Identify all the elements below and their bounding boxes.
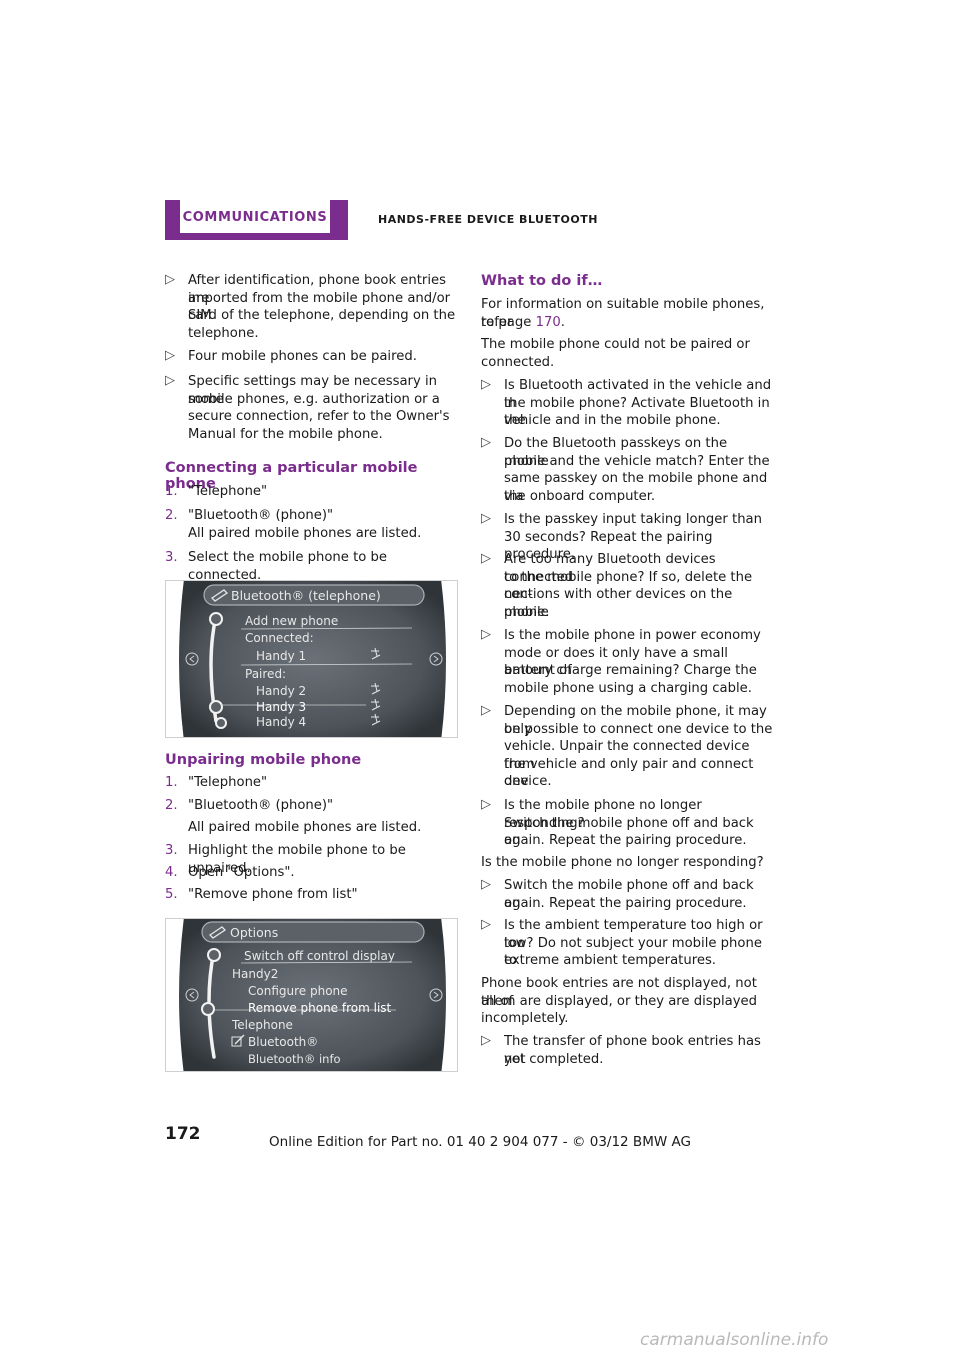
screenshot-options: Options Switch off control display Handy…	[165, 918, 458, 1072]
pencil-icon	[210, 589, 229, 602]
menu-item: Handy 2	[256, 684, 306, 698]
edition-footer: Online Edition for Part no. 01 40 2 904 …	[269, 1134, 691, 1150]
section-tab-stripe	[165, 200, 180, 240]
menu-item: Bluetooth® info	[248, 1052, 341, 1066]
chevron-right-icon	[429, 652, 443, 666]
menu-item: Connected:	[245, 631, 314, 645]
section-heading-what-to-do: What to do if…	[481, 273, 603, 289]
menu-item: Add new phone	[245, 614, 338, 628]
menu-item: Telephone	[231, 1018, 293, 1032]
menu-item: Paired:	[245, 667, 286, 681]
idrive-display-2: Options Switch off control display Handy…	[166, 919, 457, 1071]
controller-selected-node	[209, 700, 223, 714]
bullet-marker: ▷	[165, 373, 175, 388]
watermark: carmanualsonline.info	[640, 1330, 829, 1350]
chapter-title: HANDS-FREE DEVICE BLUETOOTH	[378, 213, 598, 226]
page-link[interactable]: 170	[535, 315, 561, 330]
menu-item-selected: Handy 3	[256, 700, 306, 714]
menu-item: Handy 1	[256, 649, 306, 663]
chevron-left-icon	[185, 988, 199, 1002]
menu-item: Handy 4	[256, 715, 306, 729]
chevron-left-icon	[185, 652, 199, 666]
page-number: 172	[165, 1124, 201, 1144]
section-heading-connecting: Connecting a particular mobile phone	[165, 460, 418, 492]
phone-status-icons	[371, 647, 381, 726]
section-heading-unpairing: Unpairing mobile phone	[165, 752, 362, 768]
controller-top-node	[207, 948, 221, 962]
menu-item: Bluetooth®	[248, 1035, 318, 1049]
bullet-marker: ▷	[165, 272, 175, 287]
screenshot-bluetooth-telephone: Bluetooth® (telephone) Add new phone Con…	[165, 580, 458, 738]
section-tab-label: COMMUNICATIONS	[182, 210, 328, 225]
idrive-display-1: Bluetooth® (telephone) Add new phone Con…	[166, 581, 457, 737]
para-reference: to page 170.	[481, 315, 565, 330]
pencil-icon	[208, 926, 227, 939]
controller-selected-node	[201, 1002, 215, 1016]
menu-item: Switch off control display	[244, 949, 395, 963]
bullet-marker: ▷	[165, 348, 175, 363]
edit-checkbox-icon	[231, 1034, 245, 1047]
section-tab: COMMUNICATIONS	[180, 200, 348, 240]
chevron-right-icon	[429, 988, 443, 1002]
screen-title: Bluetooth® (telephone)	[231, 588, 381, 603]
screen-title: Options	[230, 925, 278, 940]
controller-top-node	[209, 612, 223, 626]
menu-item: Configure phone	[248, 984, 348, 998]
menu-item: Handy2	[232, 967, 278, 981]
menu-item-selected: Remove phone from list	[248, 1001, 392, 1015]
